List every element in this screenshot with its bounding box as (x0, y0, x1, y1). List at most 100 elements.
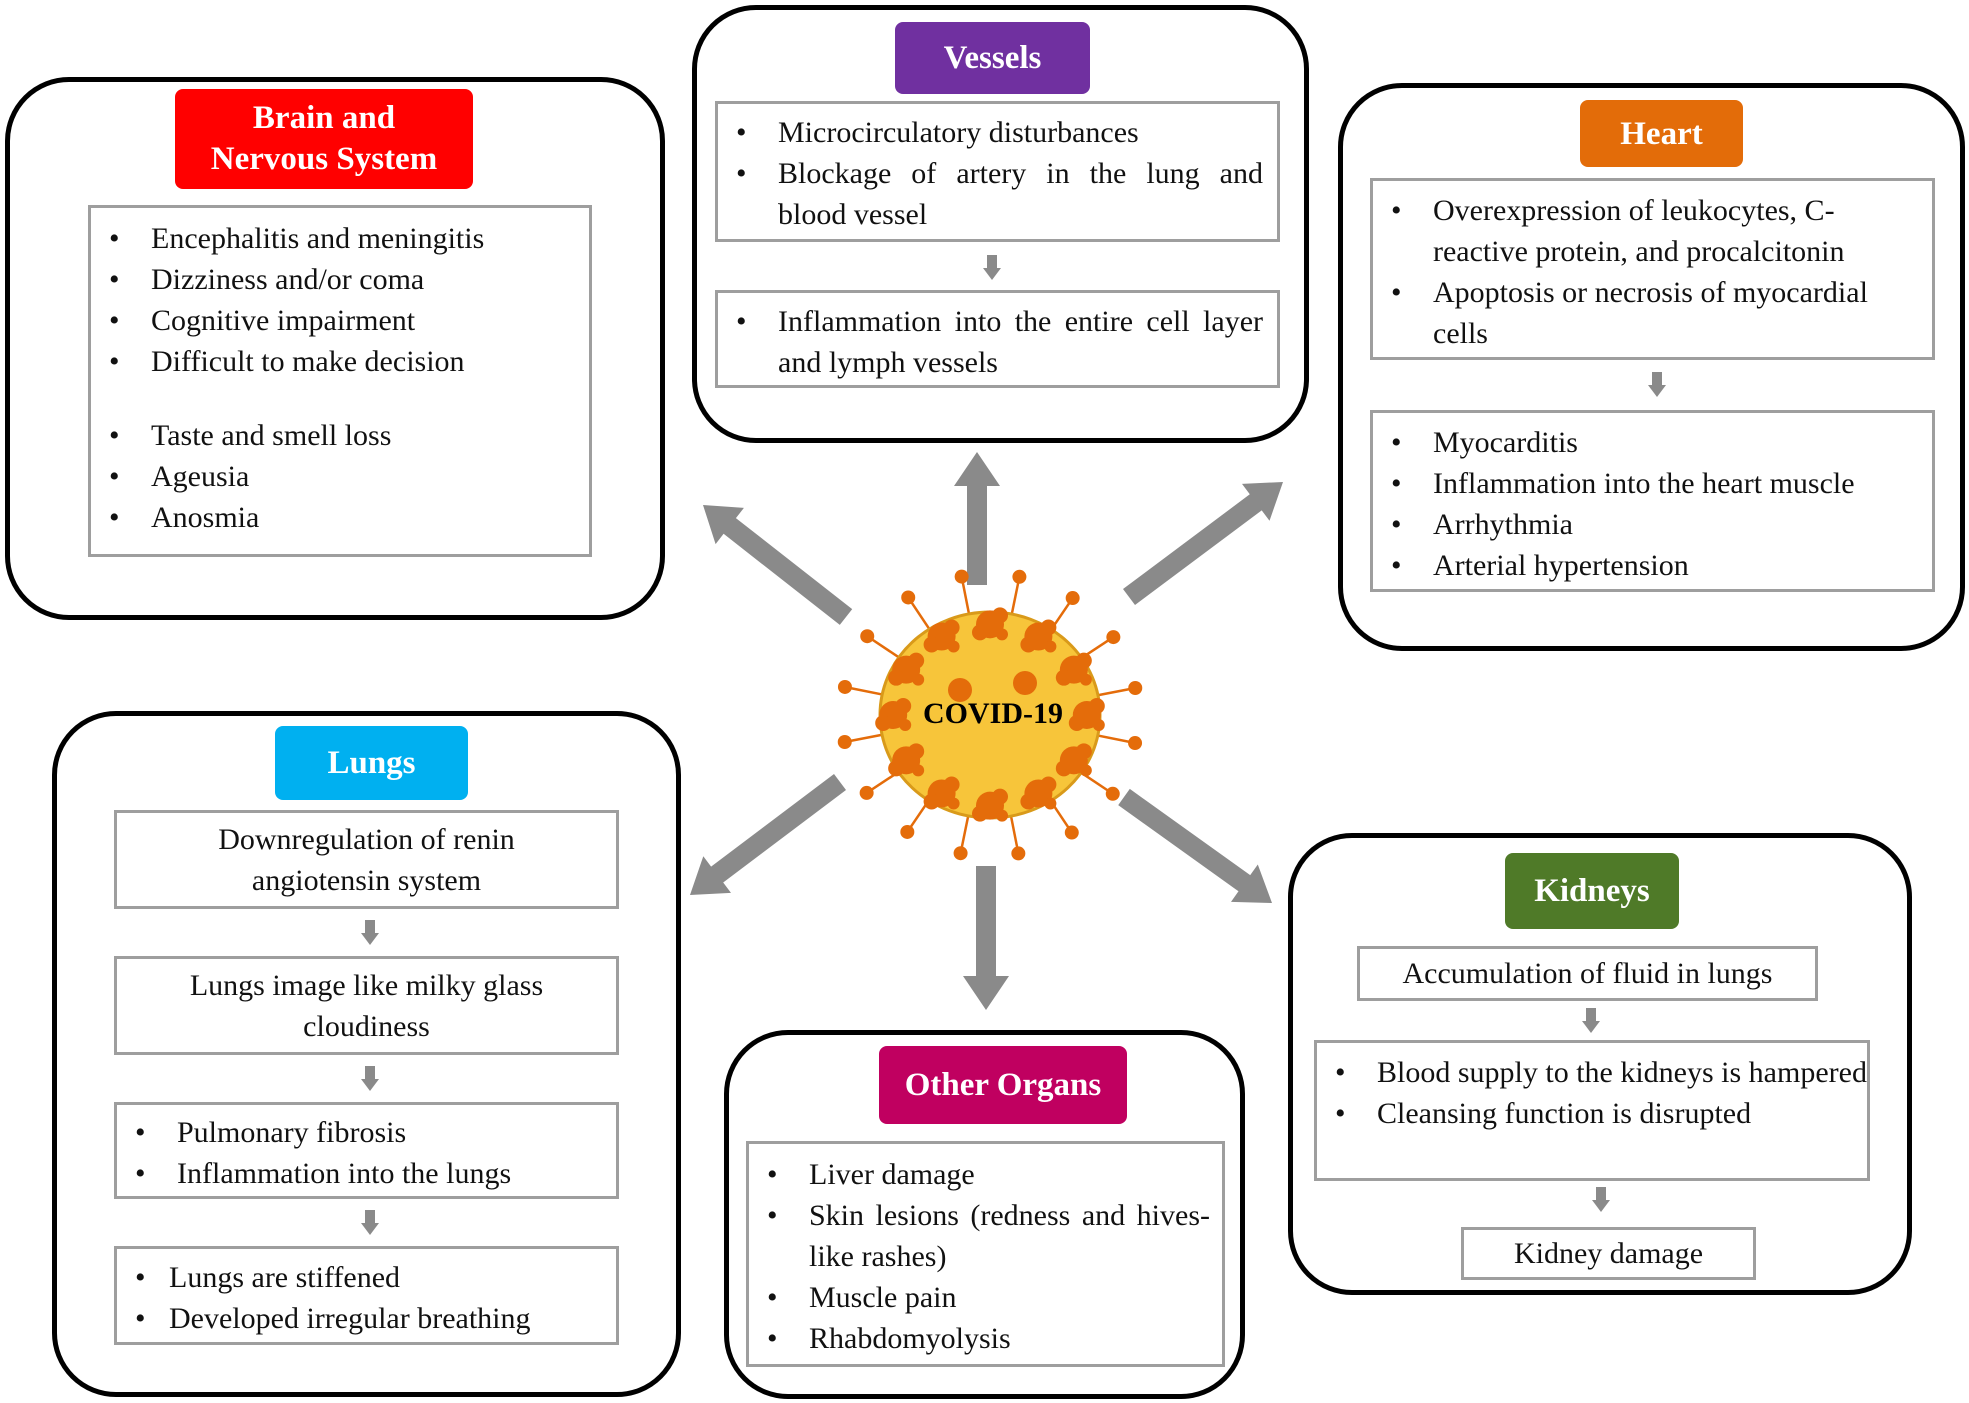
list-item: Myocarditis (1373, 422, 1932, 463)
virus-spike-tip (1064, 825, 1079, 840)
virus-spike-tip (1128, 680, 1143, 695)
arrow-to-lungs (690, 774, 846, 895)
virus-spike (959, 810, 971, 854)
list-item: Ageusia (91, 456, 589, 497)
list-item: Rhabdomyolysis (749, 1318, 1210, 1359)
brain-list-a: Encephalitis and meningitis Dizziness an… (91, 218, 589, 382)
list-item: Arterial hypertension (1373, 545, 1932, 586)
list-item: Inflammation into the heart muscle (1373, 463, 1932, 504)
list-item: Apoptosis or necrosis of myocardial cell… (1373, 272, 1922, 354)
virus-protein (1013, 671, 1037, 695)
virus-spike (907, 596, 934, 635)
lungs-box-2: Lungs image like milky glass cloudiness (114, 956, 619, 1055)
lungs-box-1: Downregulation of renin angiotensin syst… (114, 810, 619, 909)
vessels-box-2: Inflammation into the entire cell layer … (715, 290, 1280, 388)
virus-spike (1092, 733, 1136, 745)
virus-spike-tip (1011, 846, 1026, 861)
list-item: Overexpression of leukocytes, C-reactive… (1373, 190, 1922, 272)
virus-protein (972, 607, 1008, 641)
lungs-title-tag: Lungs (275, 726, 468, 800)
down-arrow-icon (1582, 1008, 1600, 1034)
virus-spike-tip (901, 590, 916, 605)
virus-spike-tip (954, 569, 969, 584)
virus-spike-tip (859, 785, 874, 800)
virus-spike-tip (1106, 630, 1121, 645)
virus-spike (960, 576, 972, 620)
down-arrow-icon (361, 1066, 379, 1092)
other-organs-title-tag: Other Organs (879, 1046, 1127, 1124)
list-gap (91, 382, 589, 415)
list-item: Cognitive impairment (91, 300, 589, 341)
list-item: Difficult to make decision (91, 341, 589, 382)
list-item: Pulmonary fibrosis (117, 1112, 616, 1153)
covid-virus-icon (837, 569, 1143, 861)
virus-protein (948, 678, 972, 702)
down-arrow-icon (983, 255, 1001, 281)
arrow-to-heart (1123, 482, 1283, 605)
virus-protein (888, 743, 925, 777)
virus-protein (1055, 652, 1092, 686)
virus-spike-tip (1065, 591, 1080, 606)
kidneys-box-1: Accumulation of fluid in lungs (1357, 946, 1818, 1001)
covid-label: COVID-19 (923, 697, 1063, 730)
brain-list-box: Encephalitis and meningitis Dizziness an… (88, 205, 592, 557)
lungs-box-4: Lungs are stiffened Developed irregular … (114, 1246, 619, 1345)
virus-protein (1055, 743, 1092, 777)
virus-protein (923, 776, 960, 810)
arrow-to-other (963, 866, 1009, 1010)
list-item: Skin lesions (redness and hives-like ras… (749, 1195, 1210, 1277)
brain-list-b: Taste and smell loss Ageusia Anosmia (91, 415, 589, 538)
virus-protein (923, 619, 960, 653)
list-item: Liver damage (749, 1154, 1210, 1195)
virus-spike (1092, 686, 1136, 698)
heart-box-1: Overexpression of leukocytes, C-reactive… (1370, 178, 1935, 360)
kidneys-title-tag: Kidneys (1505, 853, 1679, 929)
virus-spike-tip (1128, 736, 1143, 751)
list-item: Anosmia (91, 497, 589, 538)
virus-protein (1020, 619, 1057, 653)
arrow-to-kidneys (1118, 788, 1272, 903)
arrow-to-vessels (954, 452, 1000, 585)
down-arrow-icon (1592, 1187, 1610, 1213)
list-item: Developed irregular breathing (117, 1298, 616, 1339)
virus-spike (866, 635, 905, 662)
vessels-box-1: Microcirculatory disturbances Blockage o… (715, 101, 1280, 242)
kidneys-box-3: Kidney damage (1461, 1227, 1756, 1280)
virus-spike-tip (1012, 569, 1027, 584)
list-item: Blockage of artery in the lung and blood… (718, 153, 1263, 235)
list-item: Taste and smell loss (91, 415, 589, 456)
virus-spike-tip (837, 679, 852, 694)
heart-title-tag: Heart (1580, 100, 1743, 167)
arrow-to-brain (703, 505, 853, 625)
virus-protein (1068, 698, 1105, 731)
list-item: Dizziness and/or coma (91, 259, 589, 300)
kidneys-box-2: Blood supply to the kidneys is hampered … (1314, 1040, 1870, 1181)
arrows-group (690, 452, 1283, 1010)
list-item: Inflammation into the lungs (117, 1153, 616, 1194)
list-item: Cleansing function is disrupted (1317, 1093, 1867, 1134)
list-item: Blood supply to the kidneys is hampered (1317, 1052, 1867, 1093)
virus-spike (1009, 576, 1021, 620)
virus-spike-tip (900, 824, 915, 839)
list-item: Arrhythmia (1373, 504, 1932, 545)
list-item: Inflammation into the entire cell layer … (718, 301, 1263, 383)
brain-title-tag: Brain and Nervous System (175, 89, 473, 189)
virus-protein (888, 652, 925, 686)
list-item: Muscle pain (749, 1277, 1210, 1318)
virus-spike-tip (837, 735, 852, 750)
heart-box-2: Myocarditis Inflammation into the heart … (1370, 410, 1935, 592)
virus-spike-tip (1105, 786, 1120, 801)
list-item: Encephalitis and meningitis (91, 218, 589, 259)
virus-spike-tip (953, 846, 968, 861)
virus-spike (844, 732, 888, 744)
virus-protein (972, 788, 1008, 822)
virus-spike-tip (860, 629, 875, 644)
virus-protein (1020, 776, 1057, 810)
down-arrow-icon (361, 920, 379, 946)
virus-protein (875, 698, 912, 731)
lungs-box-3: Pulmonary fibrosis Inflammation into the… (114, 1102, 619, 1199)
brain-title-line2: Nervous System (210, 141, 438, 177)
virus-spike (844, 685, 888, 697)
vessels-title-tag: Vessels (895, 22, 1090, 94)
